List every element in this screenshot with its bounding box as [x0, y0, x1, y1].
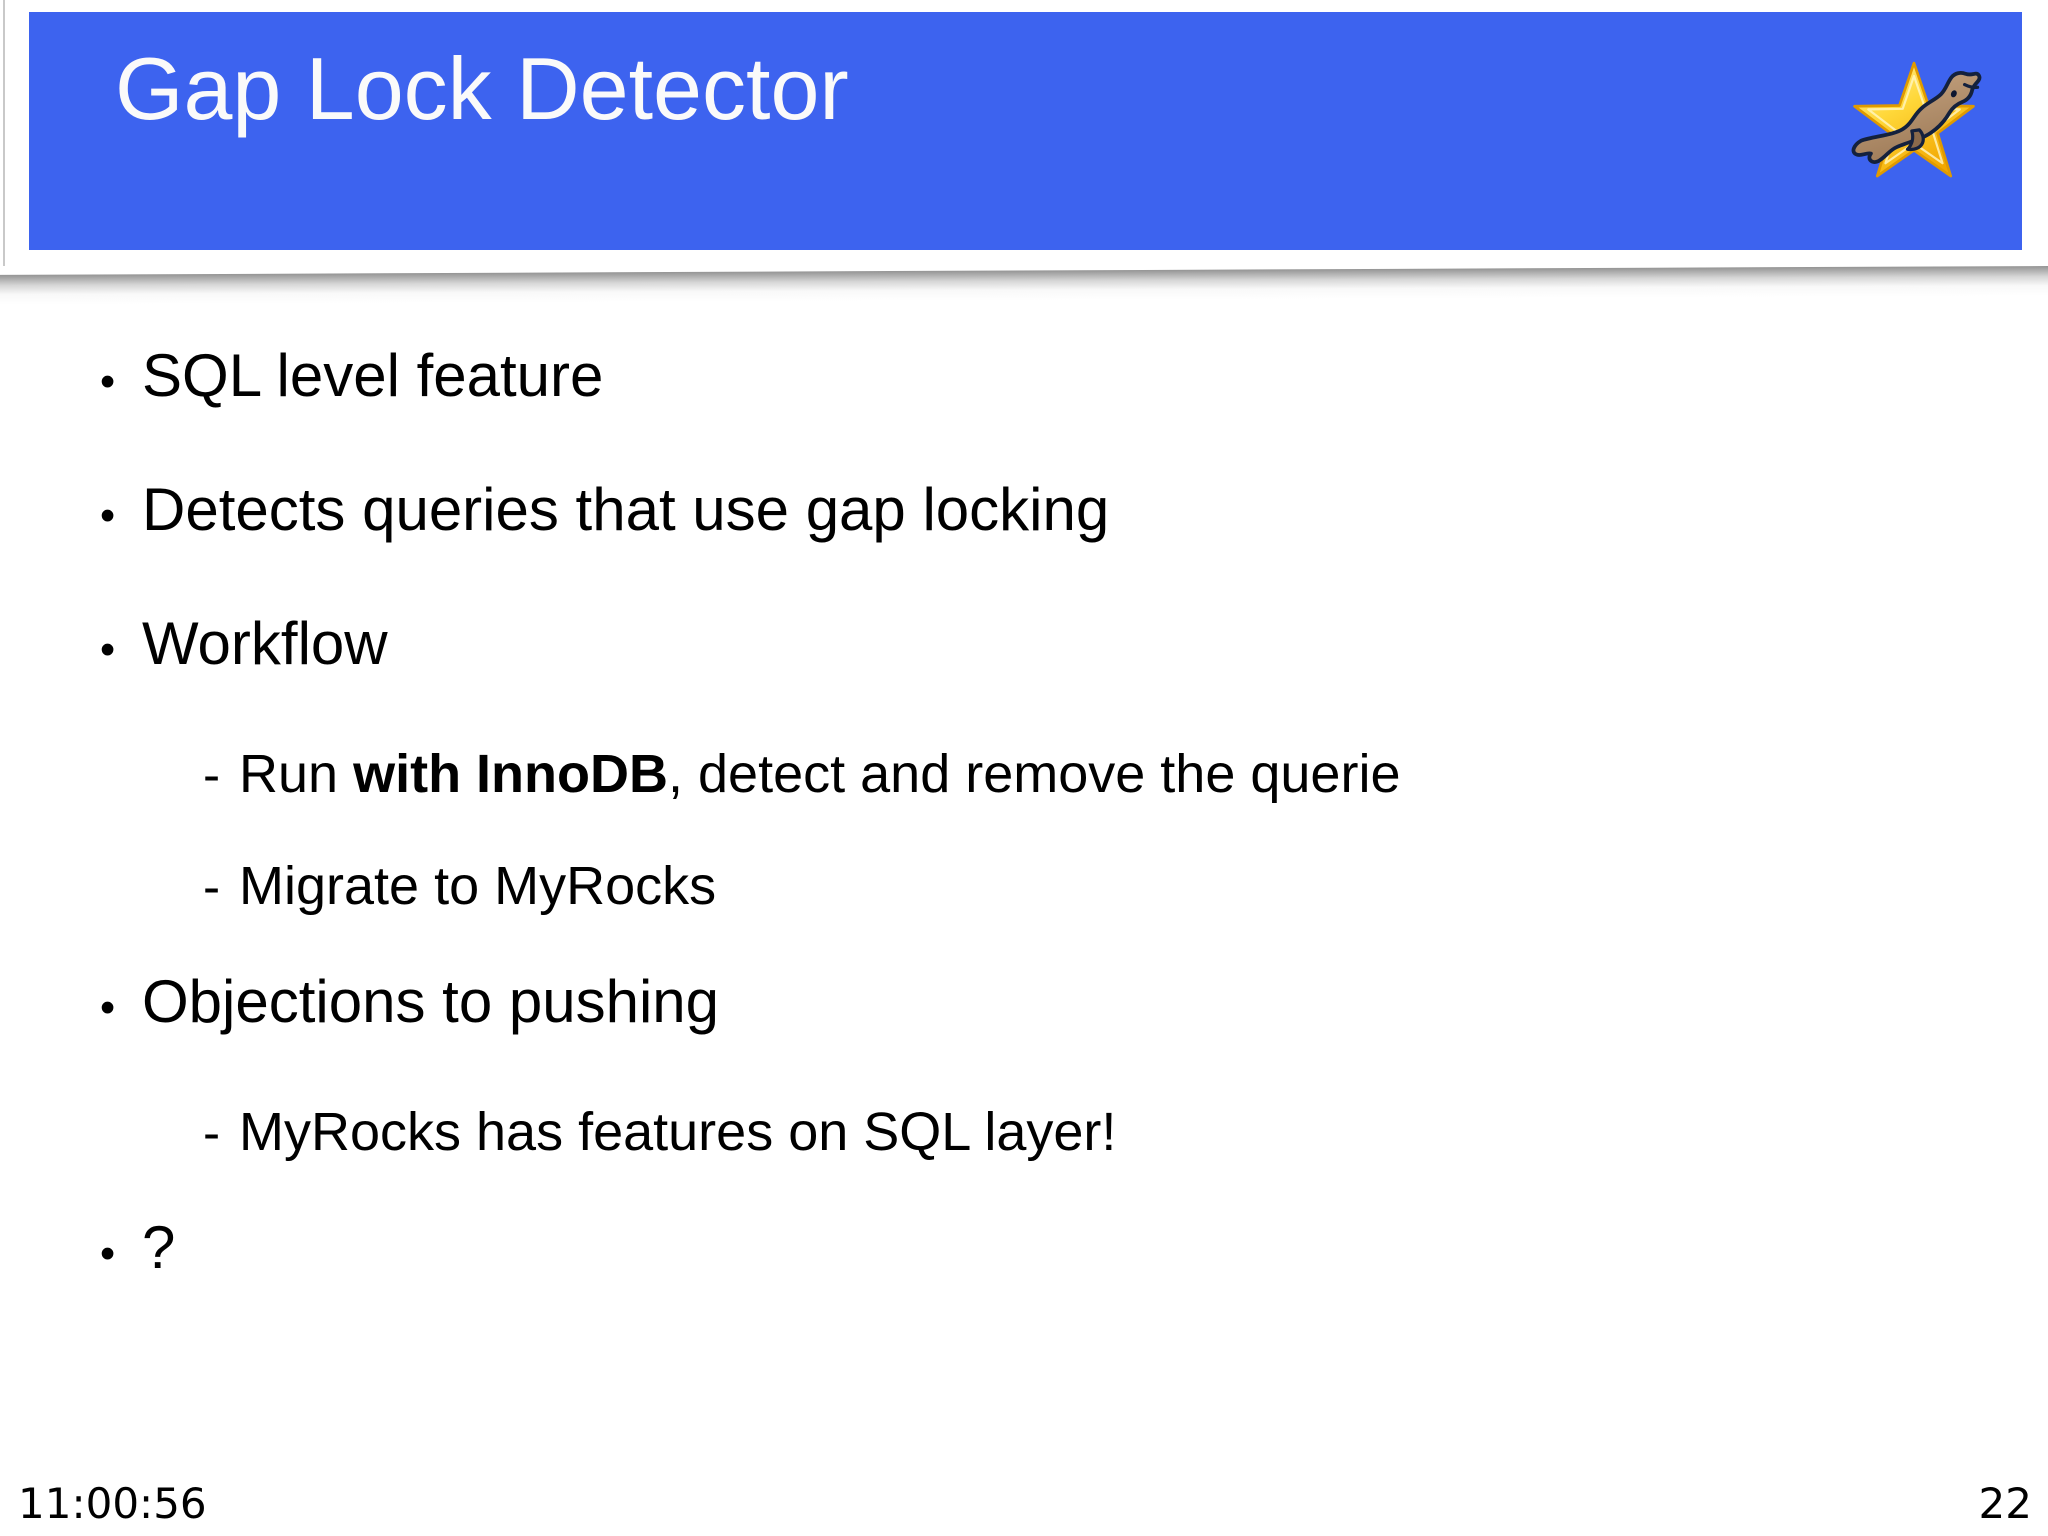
dash-marker: -: [203, 858, 221, 915]
mariadb-seal-logo-icon: [1844, 48, 1984, 188]
bullet-item: • Detects queries that use gap locking: [100, 474, 2008, 552]
clock-timestamp: 11:00:56: [18, 1479, 207, 1528]
bullet-item: •?: [100, 1212, 2008, 1290]
bullet-text: Objections to pushing: [142, 968, 720, 1035]
bullet-item: • Objections to pushing: [100, 966, 2008, 1044]
bullet-text: Detects queries that use gap locking: [142, 476, 1110, 543]
bullet-list: • SQL level feature • Detects queries that …: [0, 340, 2008, 1346]
bullet-text: SQL level feature: [142, 342, 604, 409]
header-drop-shadow: [0, 266, 2048, 305]
slide-header-card: Gap Lock Detector: [3, 0, 2048, 266]
bullet-text: Workflow: [142, 610, 388, 677]
sub-bullet-item: -Migrate to MyRocks: [203, 854, 2008, 919]
seal-snout: [1963, 83, 1980, 90]
dash-marker: -: [203, 746, 221, 803]
bullet-dot-marker: •: [100, 984, 116, 1032]
sub-bullet-item: -MyRocks has features on SQL layer!: [203, 1100, 2008, 1165]
slide-page-number: 22: [1978, 1479, 2032, 1528]
bullet-dot-marker: •: [100, 1230, 116, 1278]
title-bar: Gap Lock Detector: [29, 12, 2022, 250]
slide-title: Gap Lock Detector: [115, 39, 849, 138]
sub-bullet-item: -Run with InnoDB, detect and remove the …: [203, 742, 2008, 807]
bullet-item: • Workflow: [100, 608, 2008, 686]
bullet-text: Run with InnoDB, detect and remove the q…: [239, 744, 1401, 804]
bullet-text: MyRocks has features on SQL layer!: [239, 1102, 1117, 1162]
bullet-text: ?: [142, 1214, 176, 1281]
dash-marker: -: [203, 1104, 221, 1161]
seal-eye: [1950, 90, 1957, 98]
bullet-dot-marker: •: [100, 492, 116, 540]
bullet-dot-marker: •: [100, 626, 116, 674]
seal-flipper: [1905, 128, 1925, 152]
bullet-text: Migrate to MyRocks: [239, 856, 717, 916]
bullet-dot-marker: •: [100, 358, 116, 406]
seal-body: [1851, 71, 1982, 164]
bullet-item: • SQL level feature: [100, 340, 2008, 418]
